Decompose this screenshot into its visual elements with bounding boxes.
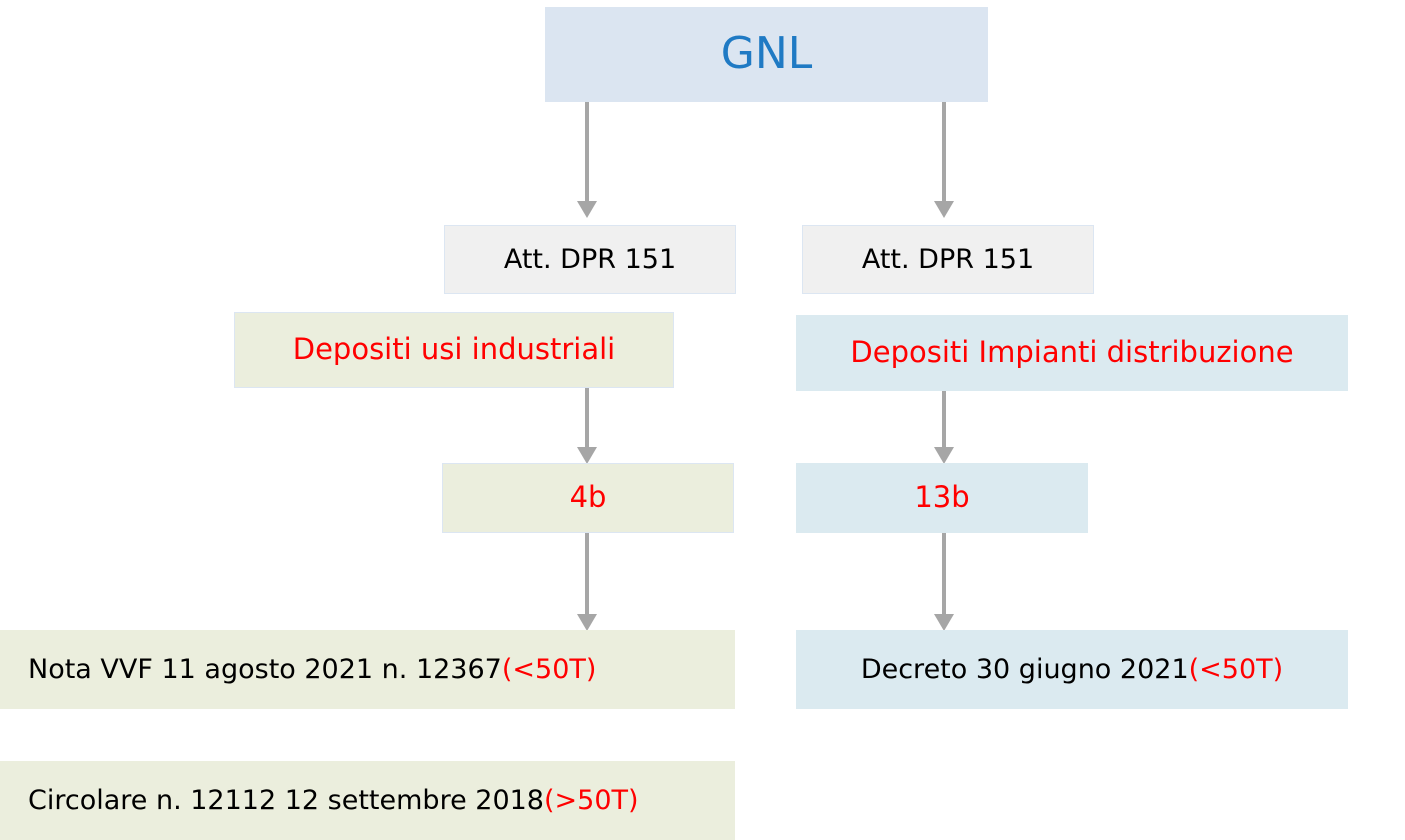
node-left-att-dpr-151-label: Att. DPR 151 (503, 243, 677, 275)
node-code-4b: 4b (442, 463, 734, 533)
node-nota-vvf-2021-qualifier: (<50T) (501, 653, 597, 685)
node-depositi-impianti-distribuzione: Depositi Impianti distribuzione (796, 315, 1348, 391)
arrow-head (577, 447, 597, 464)
node-decreto-2021-text: Decreto 30 giugno 2021 (860, 653, 1189, 685)
node-code-4b-label: 4b (569, 480, 607, 515)
arrow-head (934, 614, 954, 631)
arrow-head (934, 201, 954, 218)
arrow-stem (942, 102, 946, 201)
node-circolare-2018: Circolare n. 12112 12 settembre 2018 (>5… (0, 761, 735, 840)
node-nota-vvf-2021-text: Nota VVF 11 agosto 2021 n. 12367 (28, 653, 502, 685)
node-depositi-usi-industriali-label: Depositi usi industriali (292, 332, 616, 367)
node-decreto-2021-qualifier: (<50T) (1188, 653, 1284, 685)
arrow-13b-to-decreto (934, 533, 954, 631)
arrow-stem (585, 102, 589, 201)
node-decreto-2021: Decreto 30 giugno 2021 (<50T) (796, 630, 1348, 709)
node-gnl-root: GNL (545, 7, 988, 102)
arrow-4b-to-nota-vvf (577, 533, 597, 631)
arrow-right-deposit-to-13b (934, 391, 954, 464)
arrow-stem (585, 533, 589, 614)
arrow-stem (585, 388, 589, 447)
node-circolare-2018-qualifier: (>50T) (543, 784, 639, 816)
arrow-head (934, 447, 954, 464)
node-left-att-dpr-151: Att. DPR 151 (444, 225, 736, 294)
node-circolare-2018-text: Circolare n. 12112 12 settembre 2018 (28, 784, 544, 816)
node-depositi-usi-industriali: Depositi usi industriali (234, 312, 674, 388)
node-depositi-impianti-distribuzione-label: Depositi Impianti distribuzione (850, 335, 1294, 370)
node-gnl-root-label: GNL (720, 28, 813, 80)
arrow-head (577, 201, 597, 218)
arrow-left-deposit-to-4b (577, 388, 597, 464)
arrow-stem (942, 533, 946, 614)
node-code-13b: 13b (796, 463, 1088, 533)
arrow-stem (942, 391, 946, 447)
arrow-root-to-left-dpr (577, 102, 597, 218)
node-right-att-dpr-151: Att. DPR 151 (802, 225, 1094, 294)
arrow-head (577, 614, 597, 631)
node-code-13b-label: 13b (914, 480, 970, 515)
arrow-root-to-right-dpr (934, 102, 954, 218)
node-right-att-dpr-151-label: Att. DPR 151 (861, 243, 1035, 275)
node-nota-vvf-2021: Nota VVF 11 agosto 2021 n. 12367 (<50T) (0, 630, 735, 709)
